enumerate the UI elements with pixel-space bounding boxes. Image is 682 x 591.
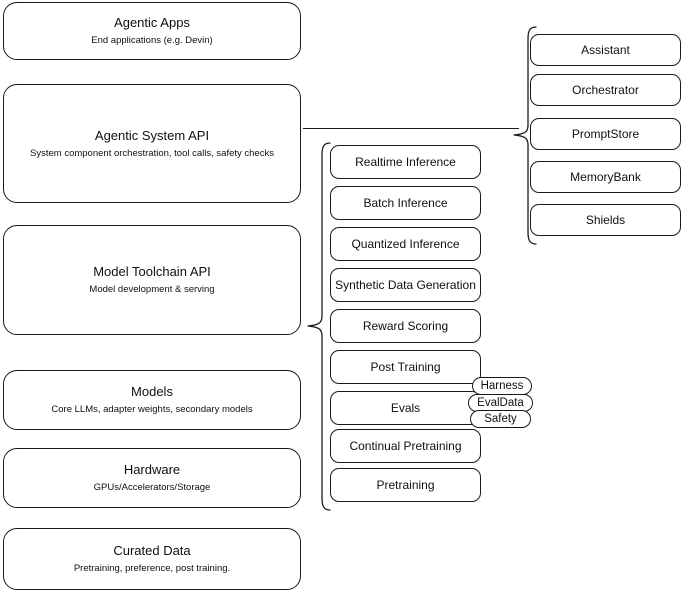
layer-title: Models bbox=[131, 384, 173, 399]
toolchain-item-post-training[interactable]: Post Training bbox=[330, 350, 481, 384]
toolchain-item-label: Continual Pretraining bbox=[349, 439, 462, 453]
toolchain-item-batch-inference[interactable]: Batch Inference bbox=[330, 186, 481, 220]
toolchain-item-label: Batch Inference bbox=[363, 196, 448, 210]
toolchain-item-quantized-inference[interactable]: Quantized Inference bbox=[330, 227, 481, 261]
layer-subtitle: End applications (e.g. Devin) bbox=[91, 35, 213, 46]
eval-badge-safety[interactable]: Safety bbox=[470, 410, 531, 428]
toolchain-item-reward-scoring[interactable]: Reward Scoring bbox=[330, 309, 481, 343]
layer-box-curated-data[interactable]: Curated Data Pretraining, preference, po… bbox=[3, 528, 301, 590]
layer-box-models[interactable]: Models Core LLMs, adapter weights, secon… bbox=[3, 370, 301, 430]
toolchain-item-label: Pretraining bbox=[376, 478, 435, 492]
layer-box-hardware[interactable]: Hardware GPUs/Accelerators/Storage bbox=[3, 448, 301, 508]
layer-box-agentic-apps[interactable]: Agentic Apps End applications (e.g. Devi… bbox=[3, 2, 301, 60]
system-component-shields[interactable]: Shields bbox=[530, 204, 681, 236]
toolchain-item-evals[interactable]: Evals bbox=[330, 391, 481, 425]
toolchain-item-label: Synthetic Data Generation bbox=[335, 278, 476, 292]
eval-badge-label: Safety bbox=[484, 413, 517, 425]
eval-badge-evaldata[interactable]: EvalData bbox=[468, 394, 533, 412]
eval-badge-harness[interactable]: Harness bbox=[472, 377, 532, 395]
eval-badge-label: EvalData bbox=[477, 397, 524, 409]
toolchain-item-label: Quantized Inference bbox=[351, 237, 460, 251]
toolchain-item-continual-pretraining[interactable]: Continual Pretraining bbox=[330, 429, 481, 463]
toolchain-item-pretraining[interactable]: Pretraining bbox=[330, 468, 481, 502]
layer-subtitle: Pretraining, preference, post training. bbox=[73, 563, 231, 574]
toolchain-item-label: Realtime Inference bbox=[355, 155, 456, 169]
toolchain-item-label: Evals bbox=[390, 401, 421, 415]
system-component-label: PromptStore bbox=[571, 127, 640, 141]
layer-subtitle: Model development & serving bbox=[89, 284, 215, 295]
system-component-label: Assistant bbox=[581, 43, 630, 57]
layer-title: Agentic Apps bbox=[114, 15, 190, 30]
layer-box-model-toolchain-api[interactable]: Model Toolchain API Model development & … bbox=[3, 225, 301, 335]
toolchain-item-label: Reward Scoring bbox=[362, 319, 449, 333]
toolchain-item-realtime-inference[interactable]: Realtime Inference bbox=[330, 145, 481, 179]
brace-toolchain-items bbox=[307, 142, 331, 511]
toolchain-item-synthetic-data-generation[interactable]: Synthetic Data Generation bbox=[330, 268, 481, 302]
system-component-assistant[interactable]: Assistant bbox=[530, 34, 681, 66]
layer-subtitle: System component orchestration, tool cal… bbox=[30, 147, 274, 159]
system-component-label: Orchestrator bbox=[572, 83, 639, 97]
layer-box-agentic-system-api[interactable]: Agentic System API System component orch… bbox=[3, 84, 301, 203]
system-component-promptstore[interactable]: PromptStore bbox=[530, 118, 681, 150]
system-component-memorybank[interactable]: MemoryBank bbox=[530, 161, 681, 193]
layer-subtitle: GPUs/Accelerators/Storage bbox=[93, 482, 211, 493]
brace-system-components bbox=[513, 26, 537, 245]
layer-title: Hardware bbox=[123, 462, 181, 477]
toolchain-item-label: Post Training bbox=[370, 360, 441, 374]
layer-subtitle: Core LLMs, adapter weights, secondary mo… bbox=[51, 404, 253, 415]
system-component-label: Shields bbox=[585, 213, 626, 227]
layer-title: Agentic System API bbox=[94, 127, 210, 143]
layer-title: Curated Data bbox=[113, 543, 191, 558]
layer-title: Model Toolchain API bbox=[93, 264, 211, 279]
eval-badge-label: Harness bbox=[480, 380, 524, 392]
system-component-label: MemoryBank bbox=[570, 170, 641, 184]
system-component-orchestrator[interactable]: Orchestrator bbox=[530, 74, 681, 106]
connector-line-system-api-to-components bbox=[303, 128, 519, 130]
